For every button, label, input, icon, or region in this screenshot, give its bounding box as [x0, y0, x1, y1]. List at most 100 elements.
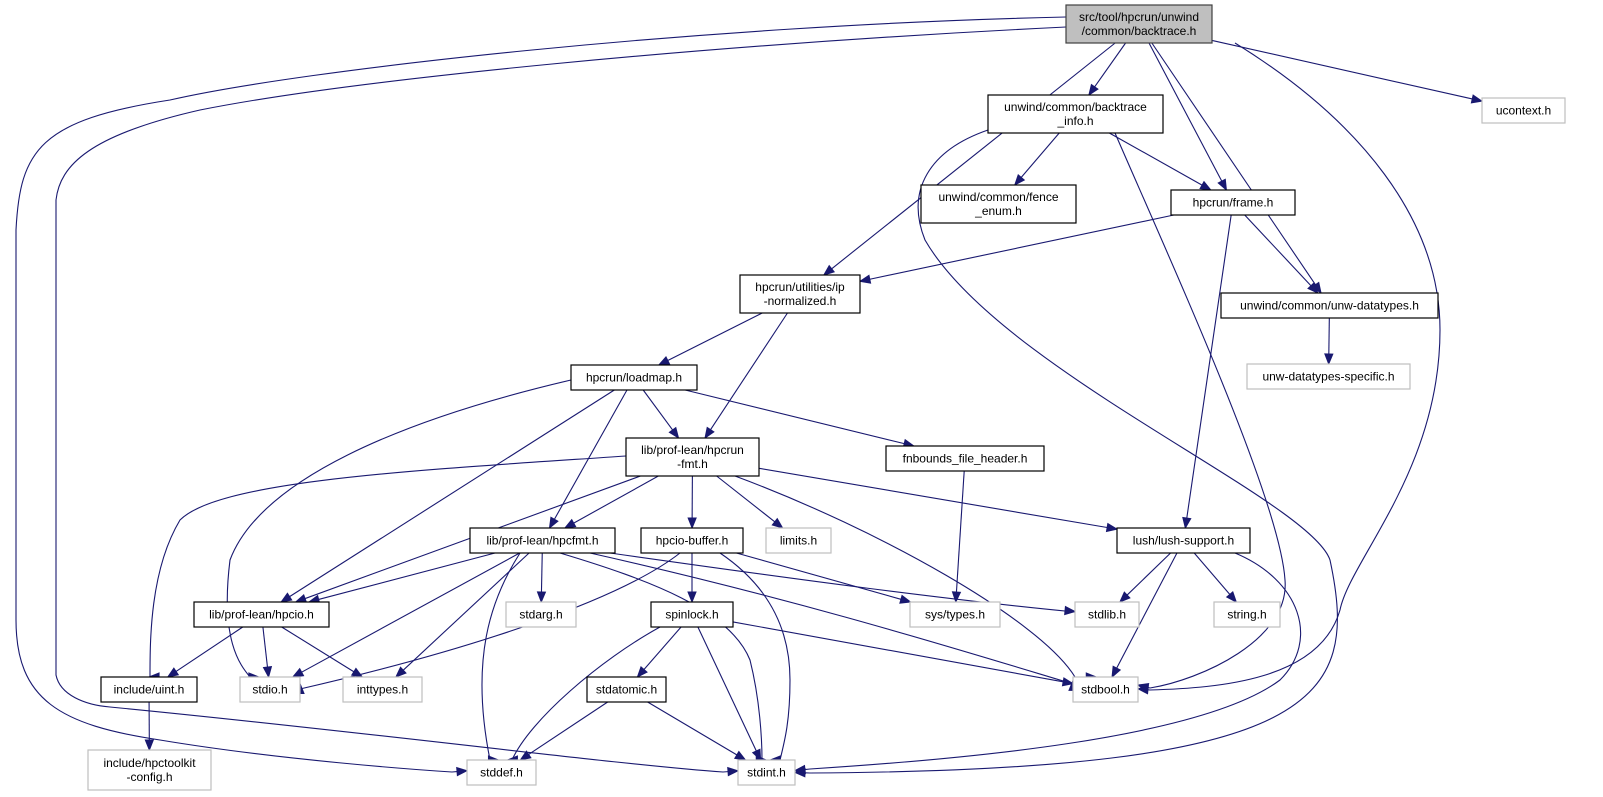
edge-hpcio-to-uint: [166, 626, 244, 678]
arrowhead-icon: [536, 591, 547, 604]
node-box: [570, 364, 698, 391]
node-label: inttypes.h: [357, 683, 408, 697]
node-label: hpcio-buffer.h: [656, 534, 729, 548]
node-stdbool: stdbool.h: [1072, 676, 1139, 703]
node-box: [505, 601, 577, 628]
arrowhead-icon: [294, 593, 308, 603]
edge-hpcfmt-to-stdarg: [536, 552, 547, 604]
node-limits: limits.h: [765, 527, 832, 554]
node-label: unwind/common/fence: [938, 190, 1058, 204]
arrowhead-icon: [1470, 94, 1484, 104]
node-backtrace-info[interactable]: unwind/common/backtrace_info.h: [987, 94, 1164, 134]
edge-hpcrun_fmt-to-stdbool: [734, 475, 1098, 682]
node-unw-datatypes-specific: unw-datatypes-specific.h: [1246, 363, 1411, 390]
edge-ip_normalized-to-hpcrun_fmt: [704, 312, 788, 440]
node-label: limits.h: [780, 534, 817, 548]
node-frame[interactable]: hpcrun/frame.h: [1170, 189, 1296, 216]
edge-loadmap-to-hpcrun_fmt: [642, 389, 680, 440]
node-uint[interactable]: include/uint.h: [100, 676, 198, 703]
edge-spinlock-to-stdatomic: [636, 626, 682, 679]
arrowhead-icon: [751, 748, 762, 762]
node-stdlib: stdlib.h: [1074, 601, 1140, 628]
edge-hpcrun_fmt-to-lush_support: [758, 467, 1119, 533]
node-spinlock[interactable]: spinlock.h: [650, 601, 734, 628]
edge-backtrace-to-ucontext: [1211, 39, 1484, 104]
arrowhead-icon: [793, 764, 806, 775]
node-fence-enum[interactable]: unwind/common/fence_enum.h: [920, 184, 1077, 224]
edge-backtrace_info-to-stdbool: [1114, 132, 1286, 693]
node-box: [1170, 189, 1296, 216]
arrowhead-icon: [519, 750, 532, 761]
node-label: ucontext.h: [1496, 104, 1551, 118]
arrowhead-icon: [636, 665, 648, 679]
edge-loadmap-to-hpcfmt: [548, 389, 628, 530]
edge-lush_support-to-stdint: [793, 552, 1302, 775]
node-label: stdio.h: [252, 683, 287, 697]
node-hpcfmt[interactable]: lib/prof-lean/hpcfmt.h: [469, 527, 616, 554]
node-lush-support[interactable]: lush/lush-support.h: [1116, 527, 1251, 554]
node-label: string.h: [1227, 608, 1266, 622]
node-box: [1072, 676, 1139, 703]
node-label: src/tool/hpcrun/unwind: [1079, 10, 1199, 24]
node-box: [885, 445, 1045, 472]
arrowhead-icon: [1118, 591, 1131, 603]
edge-stdatomic-to-stddef: [519, 701, 608, 761]
node-sys-types: sys/types.h: [909, 601, 1001, 628]
edge-hpcfmt-to-stddef: [481, 552, 521, 765]
edge-frame-to-lush_support: [1182, 214, 1232, 530]
node-box: [625, 437, 760, 477]
arrowhead-icon: [733, 750, 747, 761]
arrowhead-icon: [144, 739, 155, 752]
edge-fnbounds-to-sys_types: [951, 470, 965, 604]
node-label: unwind/common/unw-datatypes.h: [1240, 299, 1419, 313]
node-stddef: stddef.h: [466, 759, 537, 786]
node-hpcrun-fmt[interactable]: lib/prof-lean/hpcrun-fmt.h: [625, 437, 760, 477]
node-unw-datatypes[interactable]: unwind/common/unw-datatypes.h: [1220, 292, 1439, 319]
arrowhead-icon: [394, 666, 407, 678]
arrowhead-icon: [727, 766, 740, 777]
node-stdatomic[interactable]: stdatomic.h: [586, 676, 667, 703]
node-inttypes: inttypes.h: [342, 676, 423, 703]
edge-uint-to-hpctoolkit_config: [144, 701, 155, 752]
node-loadmap[interactable]: hpcrun/loadmap.h: [570, 364, 698, 391]
arrowhead-icon: [951, 591, 962, 604]
node-label: include/uint.h: [114, 683, 185, 697]
arrowhead-icon: [1182, 516, 1192, 530]
arrowhead-icon: [548, 516, 559, 530]
node-backtrace[interactable]: src/tool/hpcrun/unwind/common/backtrace.…: [1065, 4, 1213, 44]
edge-backtrace-to-backtrace_info: [1088, 42, 1127, 97]
node-label: fnbounds_file_header.h: [903, 452, 1028, 466]
edge-backtrace-to-frame: [1148, 42, 1228, 192]
edge-frame-to-unw_datatypes: [1244, 214, 1319, 294]
edge-hpcio-to-inttypes: [281, 626, 364, 678]
arrowhead-icon: [350, 667, 364, 678]
edge-hpcio_buffer-to-sys_types: [736, 552, 912, 604]
node-label: _info.h: [1056, 114, 1093, 128]
edge-hpcfmt-to-hpcio: [307, 552, 496, 604]
node-ip-normalized[interactable]: hpcrun/utilities/ip-normalized.h: [739, 274, 861, 314]
edge-backtrace-to-stdint: [55, 26, 1067, 777]
edge-hpcfmt-to-stdio: [291, 552, 520, 678]
edge-backtrace-to-ip_normalized: [822, 42, 1116, 276]
edge-spinlock-to-stdint: [697, 626, 762, 762]
arrowhead-icon: [858, 274, 872, 284]
arrowhead-icon: [563, 518, 577, 529]
node-label: -config.h: [126, 770, 172, 784]
node-hpcio-buffer[interactable]: hpcio-buffer.h: [640, 527, 744, 554]
node-label: _enum.h: [974, 204, 1022, 218]
edge-backtrace-to-unw_datatypes: [1151, 42, 1322, 295]
nodes-layer: src/tool/hpcrun/unwind/common/backtrace.…: [87, 4, 1566, 791]
node-box: [1065, 4, 1213, 44]
arrowhead-icon: [657, 356, 671, 366]
node-label: -fmt.h: [677, 457, 708, 471]
node-ucontext: ucontext.h: [1481, 97, 1566, 124]
node-hpcio[interactable]: lib/prof-lean/hpcio.h: [193, 601, 330, 628]
node-box: [737, 759, 796, 786]
arrowhead-icon: [1061, 677, 1075, 687]
arrowhead-icon: [1136, 682, 1150, 693]
arrowhead-icon: [1199, 180, 1212, 191]
node-fnbounds[interactable]: fnbounds_file_header.h: [885, 445, 1045, 472]
node-box: [469, 527, 616, 554]
node-label: stdbool.h: [1081, 683, 1130, 697]
edge-backtrace-to-stddef: [15, 16, 1067, 777]
